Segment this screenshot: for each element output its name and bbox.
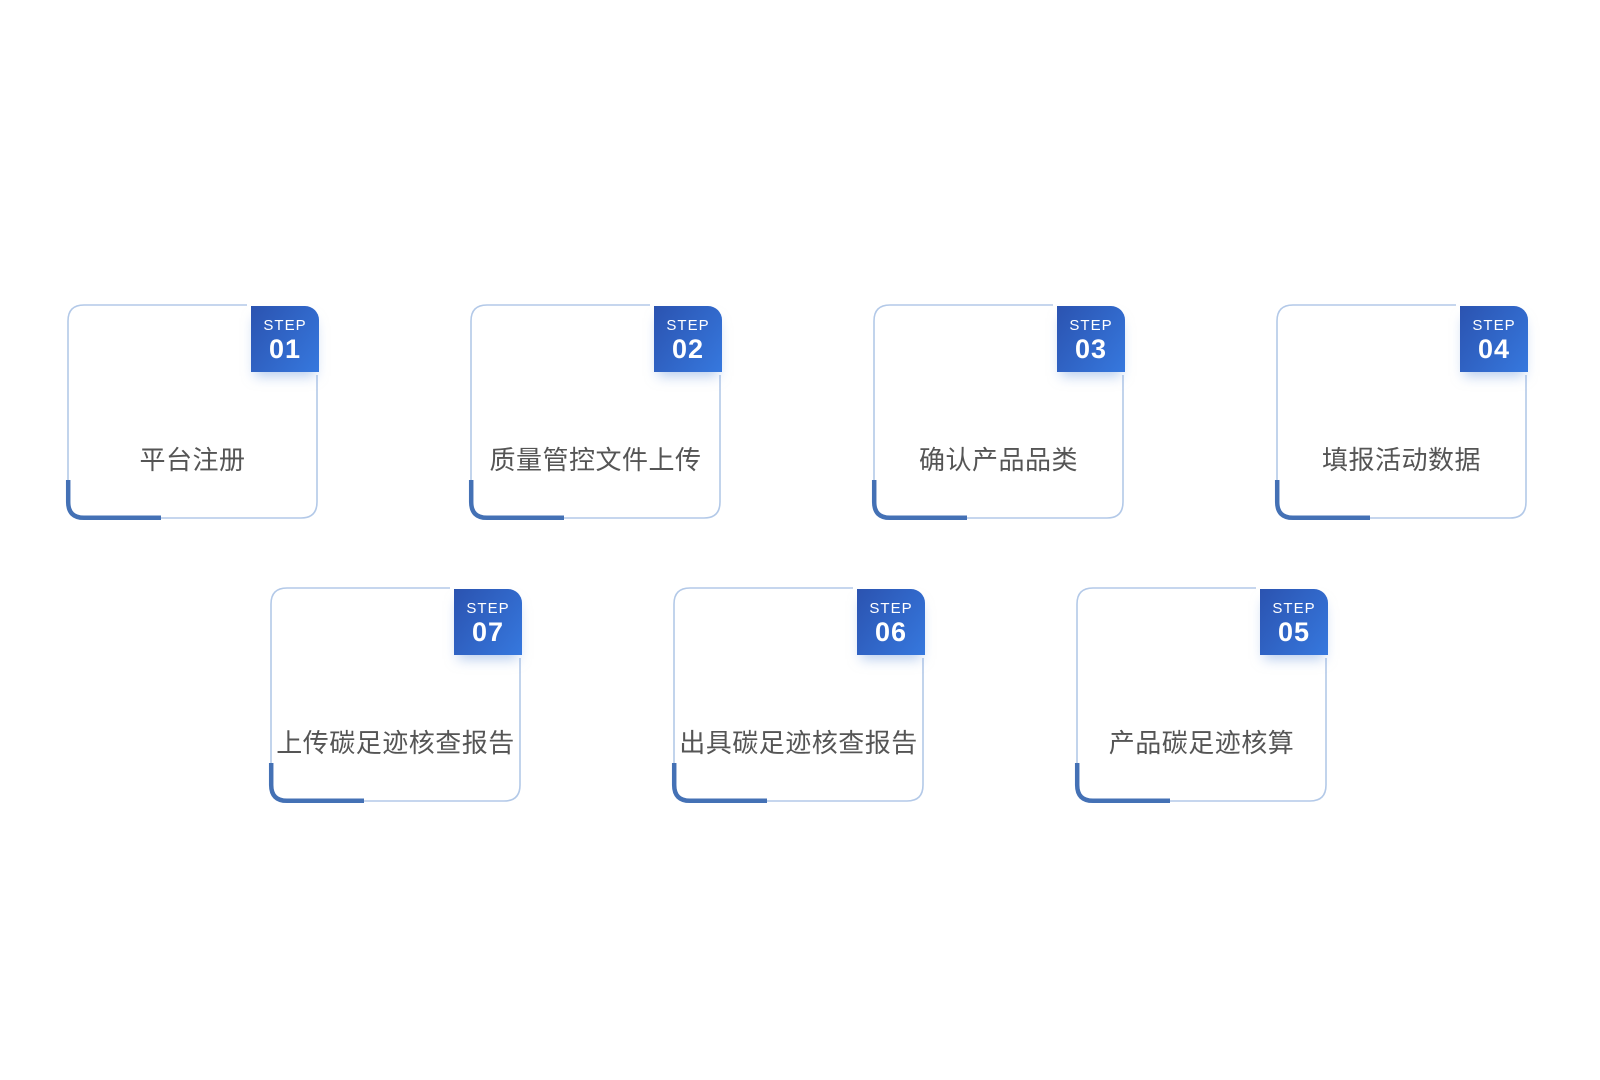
step-card-title: 确认产品品类 — [918, 445, 1078, 475]
step-card-title: 质量管控文件上传 — [489, 445, 702, 475]
step-card-06: STEP 06 出具碳足迹核查报告 — [671, 587, 925, 804]
card-outline — [468, 304, 721, 521]
step-badge-label: STEP — [466, 599, 510, 617]
step-badge-number: 04 — [1477, 333, 1511, 364]
step-card-title: 平台注册 — [139, 445, 246, 475]
step-card-01: STEP 01 平台注册 — [65, 304, 319, 521]
card-outline — [871, 304, 1124, 521]
step-card-05: STEP 05 产品碳足迹核算 — [1074, 587, 1328, 804]
step-badge-label: STEP — [869, 599, 913, 617]
step-badge-number: 02 — [671, 333, 705, 364]
corner-accent-path — [268, 763, 364, 804]
step-badge-label: STEP — [263, 316, 307, 334]
corner-accent-path — [1274, 480, 1370, 521]
step-badge-label: STEP — [1069, 316, 1113, 334]
step-badge: STEP 07 — [454, 589, 522, 655]
corner-accent-path — [65, 480, 161, 521]
step-badge: STEP 05 — [1260, 589, 1328, 655]
step-badge-number: 01 — [268, 333, 302, 364]
corner-accent-path — [468, 480, 564, 521]
step-badge: STEP 03 — [1057, 306, 1125, 372]
card-outline — [671, 587, 924, 804]
step-card-title: 产品碳足迹核算 — [1108, 728, 1295, 758]
step-badge: STEP 02 — [654, 306, 722, 372]
corner-accent-path — [871, 480, 967, 521]
card-outline — [65, 304, 318, 521]
step-card-07: STEP 07 上传碳足迹核查报告 — [268, 587, 522, 804]
step-card-03: STEP 03 确认产品品类 — [871, 304, 1125, 521]
step-badge-label: STEP — [1472, 316, 1516, 334]
step-card-02: STEP 02 质量管控文件上传 — [468, 304, 722, 521]
step-badge: STEP 04 — [1460, 306, 1528, 372]
step-badge-number: 07 — [471, 616, 505, 647]
step-card-04: STEP 04 填报活动数据 — [1274, 304, 1528, 521]
step-card-title: 出具碳足迹核查报告 — [679, 728, 918, 758]
step-card-title: 上传碳足迹核查报告 — [276, 728, 515, 758]
step-badge-number: 06 — [874, 616, 908, 647]
corner-accent-path — [1074, 763, 1170, 804]
card-outline — [268, 587, 521, 804]
step-badge: STEP 06 — [857, 589, 925, 655]
card-outline — [1274, 304, 1527, 521]
step-card-title: 填报活动数据 — [1321, 445, 1481, 475]
step-badge-label: STEP — [666, 316, 710, 334]
step-badge-number: 03 — [1074, 333, 1108, 364]
corner-accent-path — [671, 763, 767, 804]
card-outline — [1074, 587, 1327, 804]
step-badge: STEP 01 — [251, 306, 319, 372]
step-badge-label: STEP — [1272, 599, 1316, 617]
step-badge-number: 05 — [1277, 616, 1311, 647]
